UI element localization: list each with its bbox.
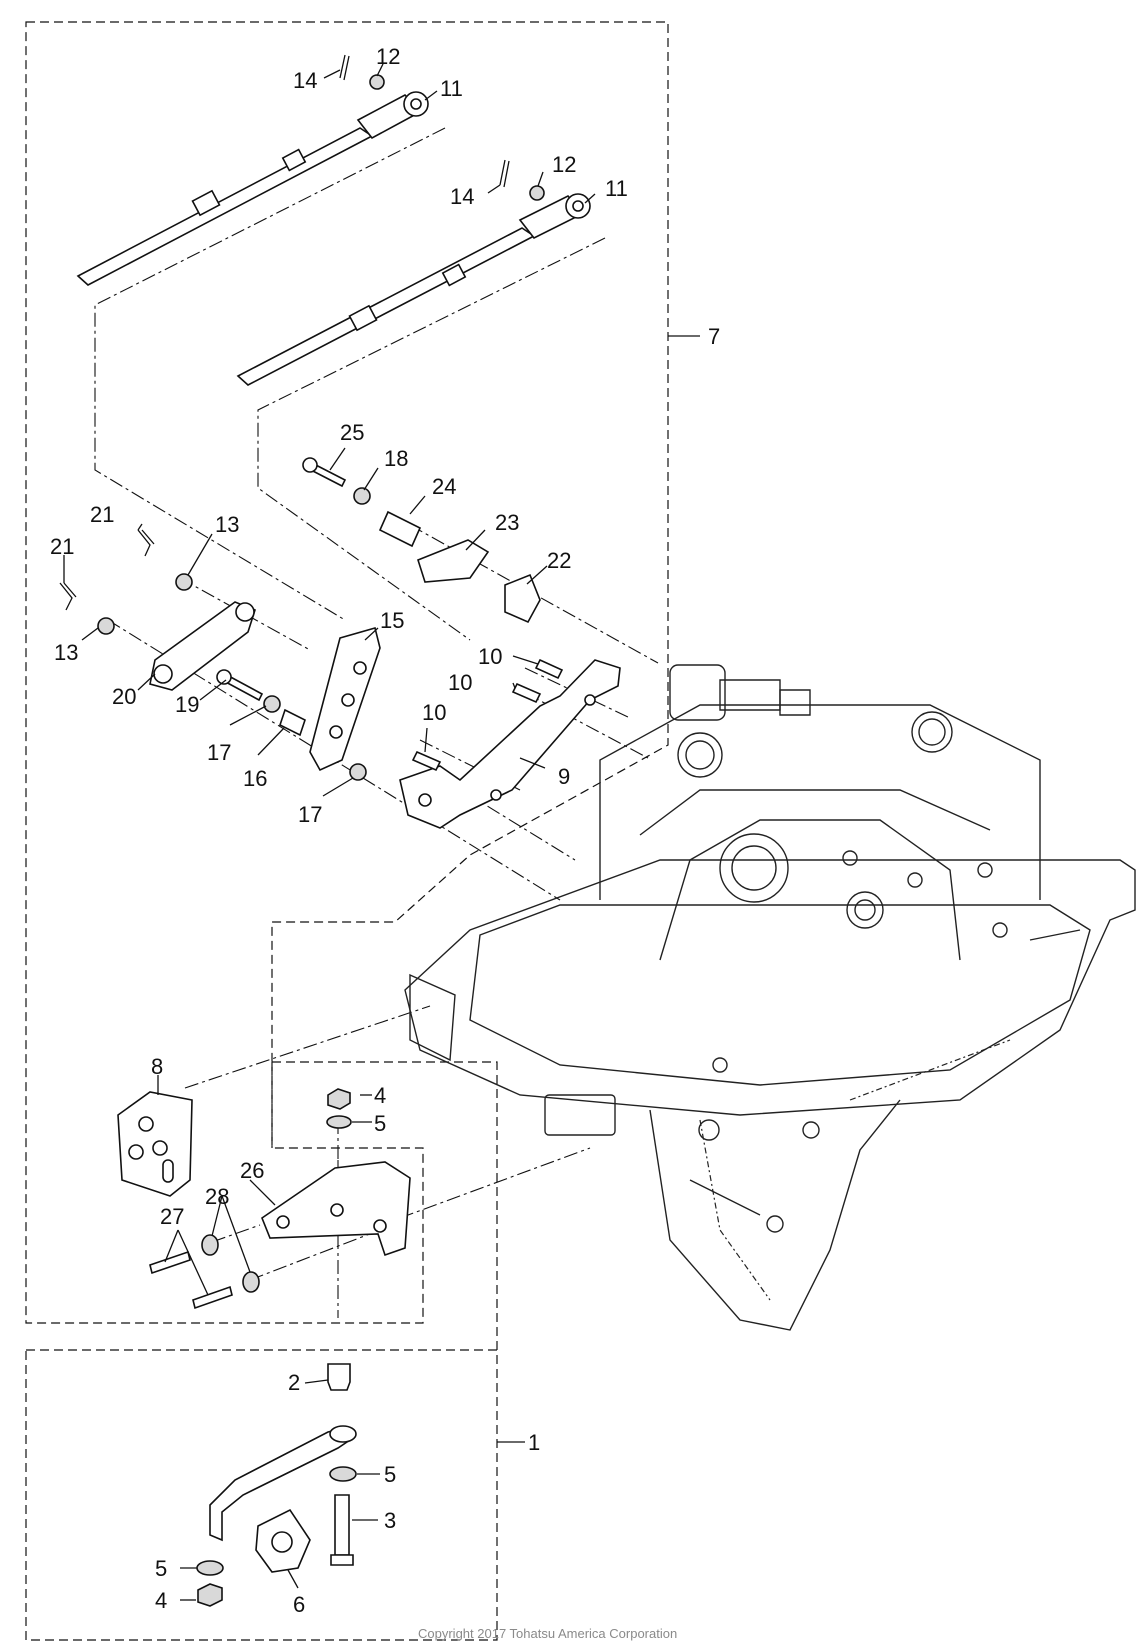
cable-upper: [76, 54, 429, 286]
label-25: 25: [340, 420, 364, 445]
label-6: 6: [293, 1592, 305, 1617]
label-4b: 4: [155, 1588, 167, 1613]
label-12b: 12: [552, 152, 576, 177]
label-18: 18: [384, 446, 408, 471]
label-11b: 11: [605, 176, 628, 201]
label-7: 7: [708, 324, 720, 349]
label-17b: 17: [298, 802, 322, 827]
label-21a: 21: [90, 502, 114, 527]
label-5c: 5: [155, 1556, 167, 1581]
group-box-inner: [271, 1061, 498, 1350]
group-box-7: [25, 21, 700, 1324]
label-15: 15: [380, 608, 404, 633]
label-21b: 21: [50, 534, 74, 559]
label-20: 20: [112, 684, 136, 709]
label-24: 24: [432, 474, 456, 499]
label-5a: 5: [374, 1111, 386, 1136]
label-26: 26: [240, 1158, 264, 1183]
cable-lower: [236, 159, 591, 386]
label-8: 8: [151, 1054, 163, 1079]
leader-lines: [63, 63, 596, 1601]
copyright-notice: Copyright 2017 Tohatsu America Corporati…: [418, 1626, 677, 1641]
label-5b: 5: [384, 1462, 396, 1487]
lower-parts: [117, 1088, 411, 1607]
part-labels: 14 12 11 14 12 11 7 25 18 24 23 22 21 13…: [50, 44, 720, 1617]
linkage-parts: [59, 457, 621, 829]
label-13a: 13: [215, 512, 239, 537]
label-16: 16: [243, 766, 267, 791]
label-14a: 14: [293, 68, 317, 93]
label-19: 19: [175, 692, 199, 717]
label-17a: 17: [207, 740, 231, 765]
label-1: 1: [528, 1430, 540, 1455]
label-10c: 10: [422, 700, 446, 725]
label-11a: 11: [440, 76, 463, 101]
label-2: 2: [288, 1370, 300, 1395]
label-10b: 10: [448, 670, 472, 695]
label-27: 27: [160, 1204, 184, 1229]
label-10a: 10: [478, 644, 502, 669]
label-9: 9: [558, 764, 570, 789]
label-28: 28: [205, 1184, 229, 1209]
label-12a: 12: [376, 44, 400, 69]
label-22: 22: [547, 548, 571, 573]
label-4a: 4: [374, 1083, 386, 1108]
label-3: 3: [384, 1508, 396, 1533]
label-23: 23: [495, 510, 519, 535]
group-box-1: [25, 1349, 525, 1641]
label-14b: 14: [450, 184, 474, 209]
engine-assembly: [404, 664, 1136, 1331]
label-13b: 13: [54, 640, 78, 665]
